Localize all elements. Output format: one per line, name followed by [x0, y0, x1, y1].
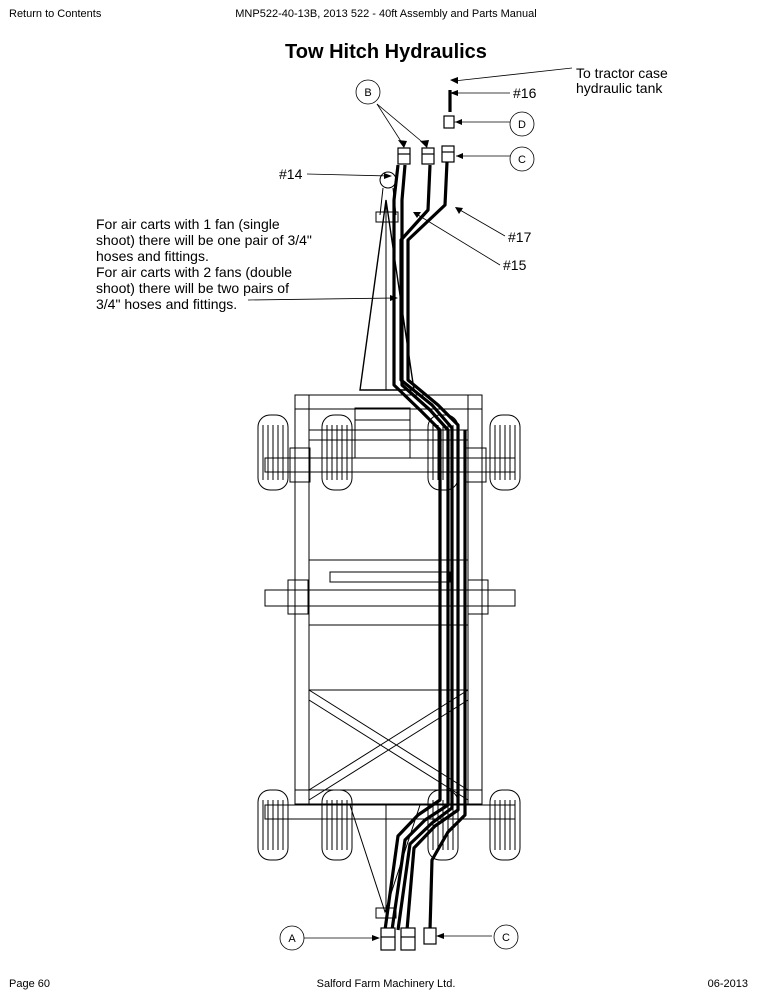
wheel-rear-left-inner — [321, 789, 353, 861]
hose-group — [383, 90, 467, 931]
coupler-c-top — [441, 145, 455, 163]
middle-cross-member — [264, 589, 516, 607]
bubble-a — [279, 925, 305, 951]
front-axle-left-hub — [289, 447, 311, 483]
wheel-front-left-outer — [257, 414, 289, 491]
bubble-b-label: B — [364, 87, 371, 99]
coupler-d — [443, 115, 455, 129]
bubble-a-label: A — [288, 933, 296, 945]
note-line: 3/4" hoses and fittings. — [96, 296, 238, 312]
callout-part-14: #14 — [279, 166, 303, 182]
coupler-a-left — [380, 927, 396, 951]
callout-tractor-line1: To tractor case — [576, 65, 668, 81]
note-line: For air carts with 1 fan (single — [96, 216, 280, 232]
bubble-d — [509, 111, 535, 137]
bubble-c-bottom-label: C — [502, 932, 510, 944]
front-axle-right-hub — [465, 447, 487, 483]
rear-axle — [264, 804, 516, 820]
hitch-tongue — [359, 199, 415, 391]
page-title: Tow Hitch Hydraulics — [285, 41, 487, 63]
company-name: Salford Farm Machinery Ltd. — [316, 978, 456, 990]
callout-tractor-line2: hydraulic tank — [576, 80, 663, 96]
callout-part-16: #16 — [513, 85, 537, 101]
frame-left-rail — [294, 394, 310, 806]
coupler-b-right — [421, 147, 435, 165]
coupler-b-left — [397, 147, 411, 165]
callout-part-15: #15 — [503, 257, 527, 273]
bubble-d-label: D — [518, 119, 526, 131]
note-line: shoot) there will be one pair of 3/4" — [96, 232, 312, 248]
fan-configuration-note: For air carts with 1 fan (single shoot) … — [96, 216, 356, 312]
frame-rear-beam — [294, 789, 483, 805]
wheel-front-right-outer — [489, 414, 521, 491]
footer-date: 06-2013 — [707, 978, 748, 990]
coupler-c-bottom — [423, 927, 437, 945]
callout-part-17: #17 — [508, 229, 532, 245]
note-line: hoses and fittings. — [96, 248, 209, 264]
wheel-front-left-inner — [321, 414, 353, 491]
note-line: shoot) there will be two pairs of — [96, 280, 289, 296]
document-title: MNP522-40-13B, 2013 522 - 40ft Assembly … — [235, 8, 537, 20]
front-axle — [264, 457, 516, 473]
hose-14 — [383, 164, 442, 931]
rear-hitch — [349, 804, 421, 914]
bubble-c-top-label: C — [518, 154, 526, 166]
note-line: For air carts with 2 fans (double — [96, 264, 293, 280]
wheel-rear-left-outer — [257, 789, 289, 861]
bubble-c-bottom — [493, 924, 519, 950]
hitch-eye — [379, 171, 397, 189]
wheel-rear-right-outer — [489, 789, 521, 861]
coupler-a-right — [400, 927, 416, 951]
frame-front-beam — [294, 394, 483, 410]
page-number: Page 60 — [9, 978, 50, 990]
hose-case-drain — [428, 430, 467, 931]
hose-16 — [396, 164, 454, 931]
bubble-c-top — [509, 146, 535, 172]
hose-17 — [405, 161, 460, 931]
frame-right-rail — [467, 394, 483, 806]
return-to-contents-link[interactable]: Return to Contents — [9, 8, 102, 20]
bubble-b — [355, 79, 381, 105]
